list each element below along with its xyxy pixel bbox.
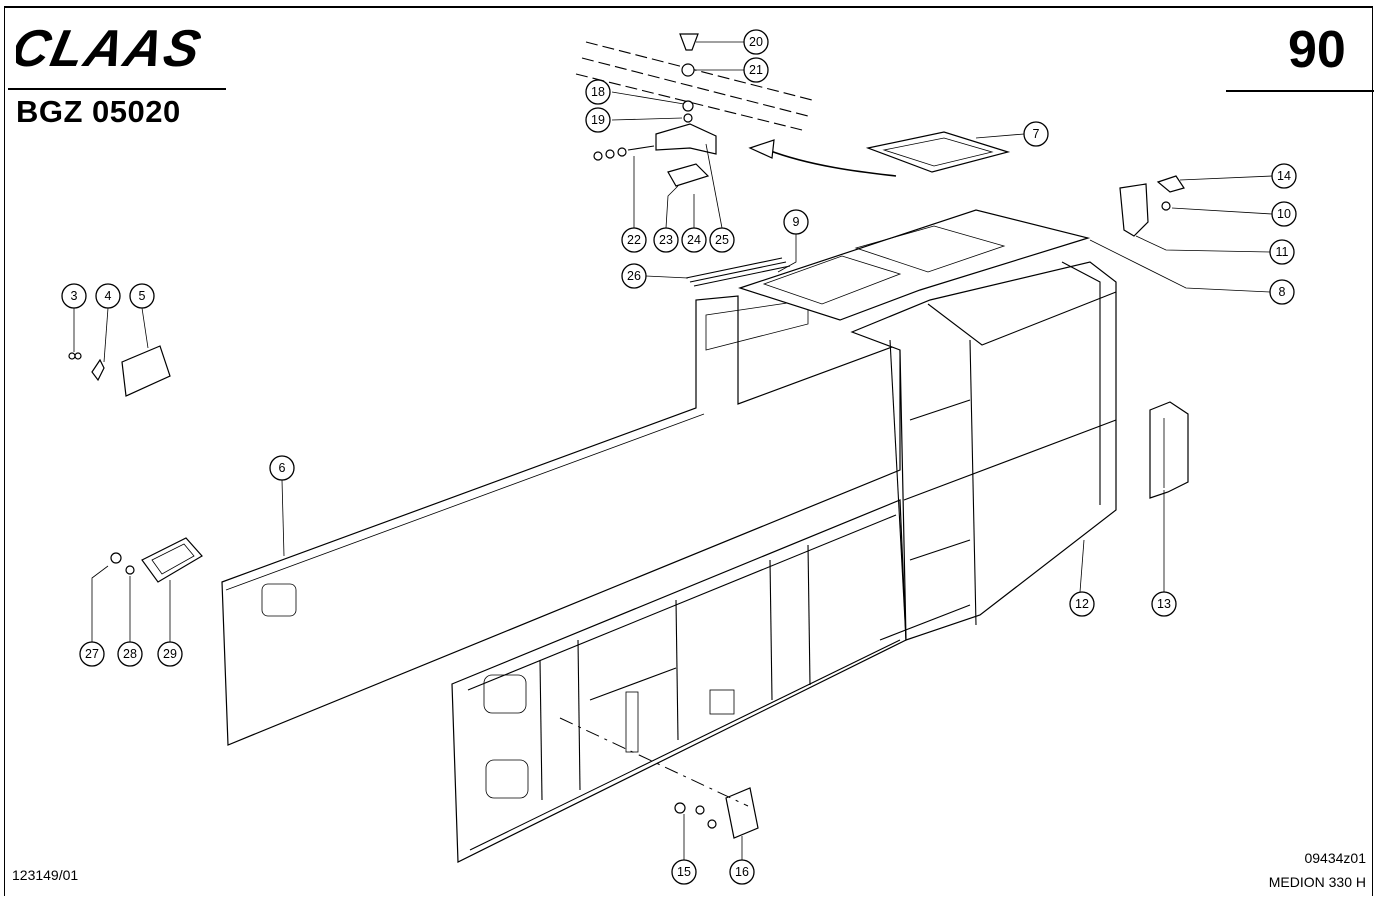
callout-19: 19 <box>585 107 611 133</box>
side-panel <box>221 295 901 746</box>
page-number: 90 <box>1288 21 1346 79</box>
callout-18: 18 <box>585 79 611 105</box>
reference-number: 123149/01 <box>12 867 79 883</box>
svg-text:21: 21 <box>749 63 763 77</box>
svg-text:8: 8 <box>1279 285 1286 299</box>
svg-text:6: 6 <box>279 461 286 475</box>
callout-28: 28 <box>117 641 143 667</box>
callout-24: 24 <box>681 227 707 253</box>
svg-text:24: 24 <box>687 233 701 247</box>
callout-20: 20 <box>743 29 769 55</box>
callout-12: 12 <box>1069 591 1095 617</box>
callout-16: 16 <box>729 859 755 885</box>
callout-11: 11 <box>1269 239 1295 265</box>
callout-10: 10 <box>1271 201 1297 227</box>
svg-text:10: 10 <box>1277 207 1291 221</box>
gasket-parts <box>110 537 203 583</box>
callout-13: 13 <box>1151 591 1177 617</box>
svg-text:27: 27 <box>85 647 99 661</box>
callout-8: 8 <box>1269 279 1295 305</box>
roof-lines <box>575 41 813 131</box>
side-bracket-parts <box>1119 175 1185 237</box>
callout-22: 22 <box>621 227 647 253</box>
svg-text:16: 16 <box>735 865 749 879</box>
svg-text:26: 26 <box>627 269 641 283</box>
callout-25: 25 <box>709 227 735 253</box>
claas-logo: CLAAS <box>16 22 208 72</box>
callout-29: 29 <box>157 641 183 667</box>
header-rule-left <box>8 88 226 90</box>
callout-27: 27 <box>79 641 105 667</box>
callout-9: 9 <box>783 209 809 235</box>
flange-parts <box>559 717 759 839</box>
svg-text:4: 4 <box>105 289 112 303</box>
svg-text:CLAAS: CLAAS <box>16 22 208 72</box>
leader-lines <box>73 41 1273 860</box>
svg-text:23: 23 <box>659 233 673 247</box>
upper-frame <box>850 261 1117 641</box>
svg-text:14: 14 <box>1277 169 1291 183</box>
callout-15: 15 <box>671 859 697 885</box>
callout-26: 26 <box>621 263 647 289</box>
vertical-strip <box>1149 401 1189 499</box>
svg-text:5: 5 <box>139 289 146 303</box>
svg-text:19: 19 <box>591 113 605 127</box>
mount-bracket <box>593 33 717 187</box>
small-cover-parts <box>68 345 171 397</box>
callout-7: 7 <box>1023 121 1049 147</box>
svg-text:18: 18 <box>591 85 605 99</box>
svg-text:3: 3 <box>71 289 78 303</box>
top-cover <box>738 209 1091 321</box>
callout-5: 5 <box>129 283 155 309</box>
svg-text:29: 29 <box>163 647 177 661</box>
main-frame <box>451 499 907 863</box>
svg-text:15: 15 <box>677 865 691 879</box>
machine-model: MEDION 330 H <box>1268 874 1366 890</box>
svg-text:28: 28 <box>123 647 137 661</box>
svg-text:7: 7 <box>1033 127 1040 141</box>
svg-text:13: 13 <box>1157 597 1171 611</box>
svg-text:9: 9 <box>793 215 800 229</box>
callout-23: 23 <box>653 227 679 253</box>
callout-14: 14 <box>1271 163 1297 189</box>
svg-text:22: 22 <box>627 233 641 247</box>
rails <box>685 257 791 287</box>
svg-text:12: 12 <box>1075 597 1089 611</box>
svg-text:20: 20 <box>749 35 763 49</box>
figure-id: 09434z01 <box>1304 850 1366 866</box>
svg-text:11: 11 <box>1276 245 1289 259</box>
callout-6: 6 <box>269 455 295 481</box>
svg-text:25: 25 <box>715 233 729 247</box>
document-code: BGZ 05020 <box>16 94 181 129</box>
header-rule-right <box>1226 90 1374 92</box>
hatch-cover <box>748 131 1011 177</box>
callout-3: 3 <box>61 283 87 309</box>
page-frame <box>4 6 1373 896</box>
callout-21: 21 <box>743 57 769 83</box>
callout-4: 4 <box>95 283 121 309</box>
